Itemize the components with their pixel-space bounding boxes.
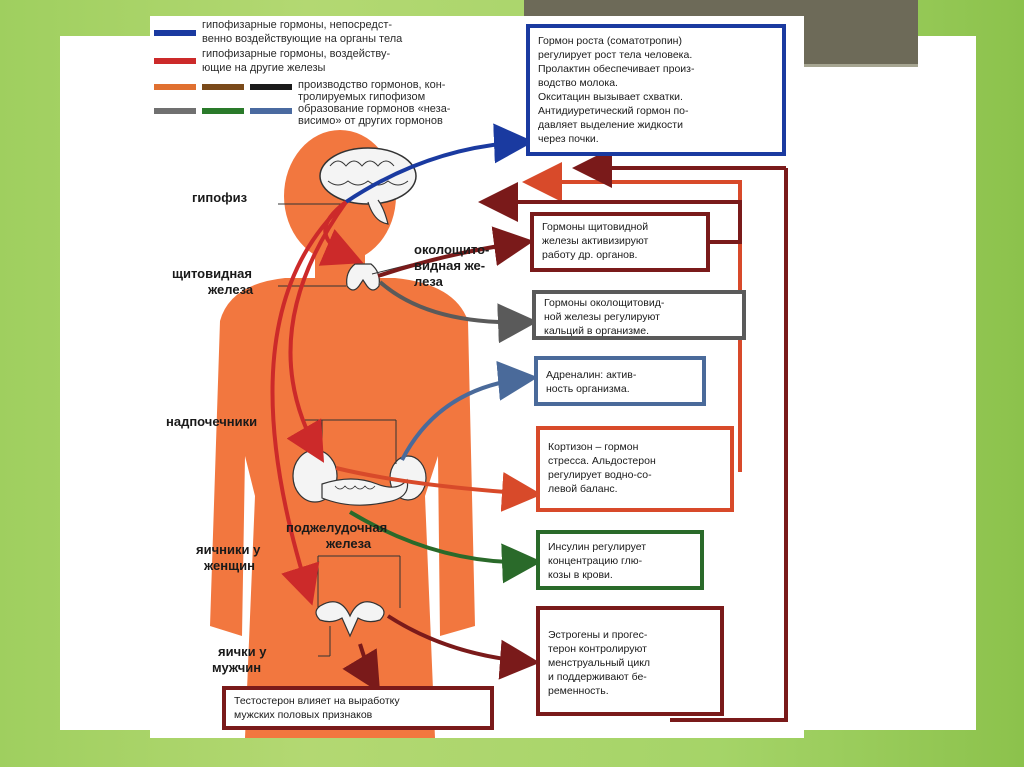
box-growth-line-4: водство молока. bbox=[538, 77, 618, 89]
box-testosterone-line-1: Тестостерон влияет на выработку bbox=[234, 695, 400, 707]
label-pancreas-1: поджелудочная bbox=[286, 520, 387, 535]
box-parathyroid-line-3: кальций в организме. bbox=[544, 325, 649, 337]
box-estrogen-line-1: Эстрогены и прогес- bbox=[548, 629, 648, 641]
box-insulin-line-3: козы в крови. bbox=[548, 569, 613, 581]
box-parathyroid-line-1: Гормоны околощитовид- bbox=[544, 297, 665, 309]
box-cortisol-line-4: левой баланс. bbox=[548, 483, 618, 495]
box-thyroid-line-2: железы активизируют bbox=[542, 235, 648, 247]
box-cortisol-line-3: регулирует водно-со- bbox=[548, 469, 652, 481]
label-thyroid-2: железа bbox=[207, 282, 254, 297]
organ-labels: гипофиз щитовидная железа околощито- вид… bbox=[166, 190, 489, 675]
legend-swatch-gray bbox=[154, 108, 196, 114]
box-growth-line-8: через почки. bbox=[538, 133, 599, 145]
label-testes-1: яички у bbox=[218, 644, 267, 659]
box-testosterone-line-2: мужских половых признаков bbox=[234, 709, 373, 721]
arrow-pancreas-to-insulin bbox=[348, 510, 542, 584]
box-thyroid-line-1: Гормоны щитовидной bbox=[542, 221, 648, 233]
legend-swatch-brown bbox=[202, 84, 244, 90]
arrow-pituitary-to-growth bbox=[344, 123, 534, 204]
box-insulin-line-1: Инсулин регулирует bbox=[548, 541, 646, 553]
arrow-adrenal-to-cortisol bbox=[335, 466, 542, 512]
legend-text-1b: венно воздействующие на органы тела bbox=[202, 33, 403, 45]
arrow-thyroid-to-box bbox=[377, 226, 534, 278]
box-estrogen-line-5: ременность. bbox=[548, 685, 609, 697]
box-testosterone: Тестостерон влияет на выработку мужских … bbox=[222, 686, 494, 730]
label-testes-2: мужчин bbox=[212, 660, 261, 675]
label-thyroid-1: щитовидная bbox=[172, 266, 252, 281]
arrow-parathyroid-to-box bbox=[378, 280, 538, 344]
legend-text-1a: гипофизарные гормоны, непосредст- bbox=[202, 19, 392, 31]
box-growth-line-2: регулирует рост тела человека. bbox=[538, 49, 692, 61]
box-growth-line-5: Окситацин вызывает схватки. bbox=[538, 91, 683, 103]
ovaries-icon bbox=[315, 601, 385, 638]
box-estrogen-line-3: менструальный цикл bbox=[548, 657, 650, 669]
box-insulin: Инсулин регулирует концентрацию глю- коз… bbox=[536, 530, 704, 590]
box-growth: Гормон роста (соматотропин) регулирует р… bbox=[526, 24, 786, 156]
label-ovaries-1: яичники у bbox=[196, 542, 261, 557]
box-growth-line-7: давляет выделение жидкости bbox=[538, 119, 683, 131]
box-cortisol-line-2: стресса. Альдостерон bbox=[548, 455, 656, 467]
box-thyroid-line-3: работу др. органов. bbox=[542, 249, 637, 261]
label-parathyroid-3: леза bbox=[414, 274, 444, 289]
legend-text-2a: гипофизарные гормоны, воздейству- bbox=[202, 48, 390, 60]
legend-swatch-orange bbox=[154, 84, 196, 90]
box-parathyroid-line-2: ной железы регулируют bbox=[544, 311, 660, 323]
legend-text-4a: образование гормонов «неза- bbox=[298, 103, 451, 115]
arrow-adrenal-to-adrenaline bbox=[400, 360, 538, 461]
box-parathyroid: Гормоны околощитовид- ной железы регулир… bbox=[532, 290, 746, 340]
arrow-pituitary-to-thyroid bbox=[318, 200, 364, 266]
arrow-thyroid-feedback bbox=[478, 182, 742, 244]
feedback-outer-line bbox=[670, 168, 788, 722]
box-growth-line-6: Антидиуретический гормон по- bbox=[538, 105, 689, 117]
endocrine-diagram: гипофизарные гормоны, непосредст- венно … bbox=[150, 16, 804, 738]
legend-swatch-black bbox=[250, 84, 292, 90]
legend-text-4b: висимо» от других гормонов bbox=[298, 115, 443, 127]
legend-swatch-green bbox=[202, 108, 244, 114]
arrow-pituitary-to-ovaries bbox=[270, 200, 348, 606]
box-growth-line-3: Пролактин обеспечивает произ- bbox=[538, 63, 695, 75]
legend-text-3a: производство гормонов, кон- bbox=[298, 79, 446, 91]
legend-swatch-red bbox=[154, 58, 196, 64]
box-thyroid: Гормоны щитовидной железы активизируют р… bbox=[530, 212, 710, 272]
box-estrogen: Эстрогены и прогес- терон контролируют м… bbox=[536, 606, 724, 716]
legend-text-3b: тролируемых гипофизом bbox=[298, 91, 425, 103]
legend-swatch-steel bbox=[250, 108, 292, 114]
label-ovaries-2: женщин bbox=[203, 558, 255, 573]
box-estrogen-line-2: терон контролируют bbox=[548, 643, 647, 655]
box-adrenaline-line-2: ность организма. bbox=[546, 383, 630, 395]
box-insulin-line-2: концентрацию глю- bbox=[548, 555, 643, 567]
hormone-arrows bbox=[270, 123, 788, 722]
legend-text-2b: ющие на другие железы bbox=[202, 62, 326, 74]
box-cortisol-line-1: Кортизон – гормон bbox=[548, 441, 639, 453]
label-adrenal: надпочечники bbox=[166, 414, 257, 429]
label-parathyroid-1: околощито- bbox=[414, 242, 489, 257]
box-cortisol: Кортизон – гормон стресса. Альдостерон р… bbox=[536, 426, 734, 512]
label-pancreas-2: железа bbox=[325, 536, 372, 551]
arrow-ovaries-to-estrogen bbox=[386, 614, 540, 680]
arrow-testes-to-testosterone bbox=[342, 643, 381, 693]
box-adrenaline-line-1: Адреналин: актив- bbox=[546, 369, 637, 381]
legend: гипофизарные гормоны, непосредст- венно … bbox=[154, 19, 451, 127]
label-pituitary: гипофиз bbox=[192, 190, 248, 205]
box-estrogen-line-4: и поддерживают бе- bbox=[548, 671, 647, 683]
brain-icon bbox=[319, 147, 417, 225]
box-growth-line-1: Гормон роста (соматотропин) bbox=[538, 35, 682, 47]
box-adrenaline: Адреналин: актив- ность организма. bbox=[534, 356, 706, 406]
label-parathyroid-2: видная же- bbox=[414, 258, 485, 273]
legend-swatch-blue bbox=[154, 30, 196, 36]
